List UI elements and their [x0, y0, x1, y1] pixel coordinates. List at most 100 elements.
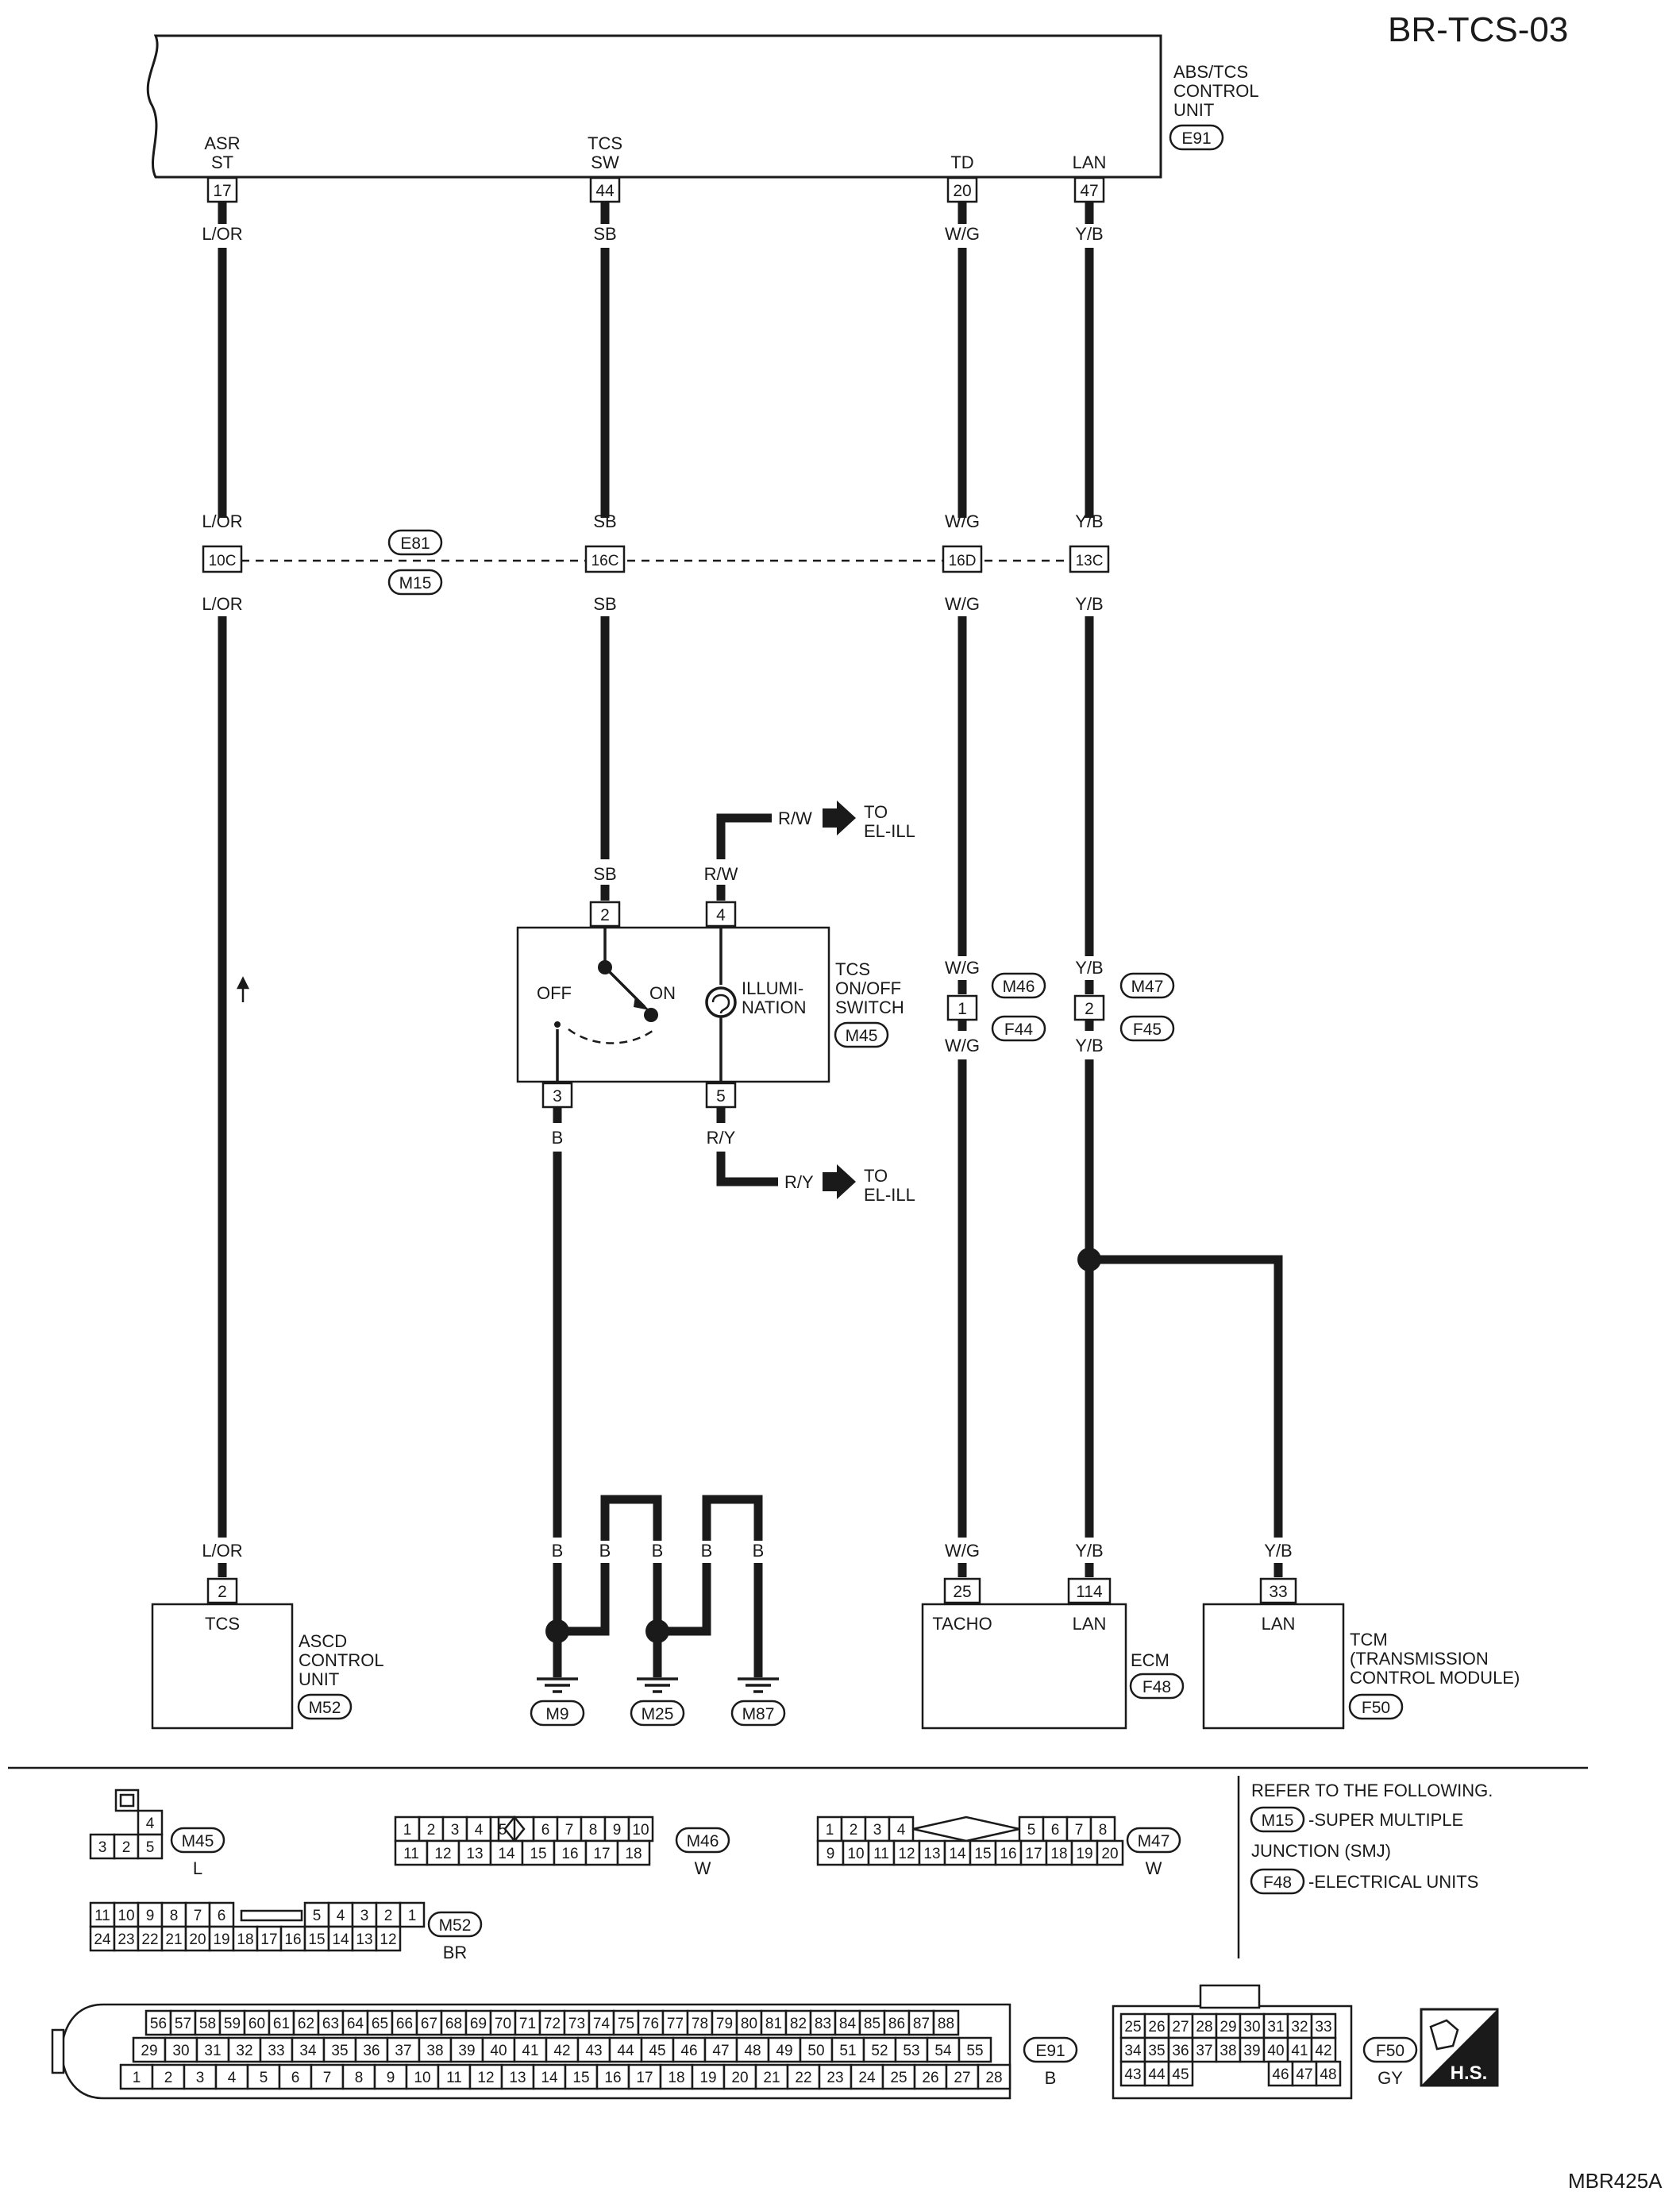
connector-cell — [722, 2063, 757, 2090]
connector-cell — [394, 1839, 429, 1866]
connector-cell-number: 71 — [519, 2016, 536, 2032]
connector-cell-number: 28 — [985, 2070, 1002, 2086]
connector-cell-number: 3 — [98, 1839, 107, 1856]
connector-cell — [818, 2063, 853, 2090]
connector-cell-number: 3 — [196, 2070, 205, 2086]
svg-text:M52: M52 — [309, 1699, 341, 1717]
svg-text:LAN: LAN — [1073, 1614, 1107, 1634]
svg-text:5: 5 — [716, 1087, 726, 1106]
svg-text:B: B — [1045, 2068, 1057, 2088]
svg-text:W/G: W/G — [945, 511, 980, 531]
svg-text:2: 2 — [600, 906, 610, 924]
connector-cell-number: 42 — [553, 2043, 570, 2059]
connector-cell-number: 79 — [716, 2016, 733, 2032]
connector-cell-number: 2 — [427, 1822, 436, 1839]
svg-text:B: B — [599, 1541, 611, 1561]
connector-cell-number: 74 — [593, 2016, 611, 2032]
connector-cell — [1315, 2060, 1342, 2087]
connector-cell-number: 15 — [974, 1846, 991, 1862]
connector-cell-number: 5 — [146, 1839, 155, 1856]
svg-text:4: 4 — [716, 906, 726, 924]
switch-on-label: ON — [649, 983, 676, 1003]
connector-cell-number: 16 — [604, 2070, 621, 2086]
connector-cell — [686, 2009, 714, 2036]
svg-text:ABS/TCS: ABS/TCS — [1173, 62, 1248, 82]
svg-text:JUNCTION (SMJ): JUNCTION (SMJ) — [1251, 1841, 1391, 1861]
connector-cell-number: 34 — [299, 2043, 317, 2059]
connector-cell-number: 47 — [712, 2043, 729, 2059]
connector-cell-number: 7 — [565, 1822, 574, 1839]
svg-text:W/G: W/G — [945, 958, 980, 978]
connector-cell — [418, 2036, 453, 2063]
connector-cell — [113, 1925, 140, 1952]
connector-cell-number: 13 — [509, 2070, 526, 2086]
connector-cell — [317, 2009, 345, 2036]
connector-cell-number: 47 — [1296, 2066, 1312, 2083]
connector-cell — [786, 2063, 821, 2090]
connector-cell-number: 7 — [1075, 1822, 1084, 1839]
abs-pin-asr-st: ASR ST 17 — [204, 133, 241, 203]
connector-cell-number: 22 — [795, 2070, 811, 2086]
connector-cell-number: 32 — [236, 2043, 252, 2059]
connector-cell — [89, 1833, 116, 1860]
svg-text:20: 20 — [953, 182, 971, 200]
connector-cell-number: 7 — [194, 1908, 202, 1924]
connector-cell-number: 39 — [1243, 2043, 1260, 2059]
connector-cell-number: 11 — [446, 2070, 462, 2086]
connector-cell-number: 19 — [213, 1931, 229, 1948]
to-el-ill-top: R/W TO EL-ILL — [716, 801, 915, 859]
svg-text:B: B — [652, 1541, 664, 1561]
connector-cell-number: 29 — [141, 2043, 157, 2059]
connector-cell — [1286, 2012, 1313, 2039]
connector-cell-number: 75 — [618, 2016, 634, 2032]
connector-cell — [640, 2036, 675, 2063]
connector-cell-number: 45 — [649, 2043, 665, 2059]
connector-cell-number: 14 — [498, 1846, 515, 1862]
svg-text:17: 17 — [213, 182, 231, 200]
connector-cell — [1310, 2036, 1337, 2063]
connector-cell — [659, 2063, 694, 2090]
connector-cell-number: 32 — [1291, 2019, 1308, 2035]
connector-cell-number: 10 — [118, 1908, 134, 1924]
connector-cell-number: 17 — [260, 1931, 277, 1948]
connector-cell — [672, 2036, 707, 2063]
cv-tag-m47: M47 W — [1126, 1827, 1181, 1878]
switch-contacts: OFF ON — [537, 928, 676, 1082]
connector-cell-number: 29 — [1220, 2019, 1236, 2035]
svg-text:GY: GY — [1378, 2068, 1403, 2088]
connector-cell — [246, 2063, 281, 2090]
connector-cell-number: 20 — [731, 2070, 748, 2086]
connector-cell — [310, 2063, 345, 2090]
switch-name: TCS ON/OFF SWITCH M45 — [834, 959, 904, 1048]
svg-text:F44: F44 — [1004, 1021, 1034, 1039]
svg-text:CONTROL: CONTROL — [1173, 81, 1259, 101]
svg-text:M9: M9 — [545, 1705, 568, 1723]
connector-cell-number: 43 — [1124, 2066, 1141, 2083]
cv-tag-m52: M52 BR — [427, 1911, 483, 1962]
connector-cell — [437, 2063, 472, 2090]
connector-cell-number: 53 — [903, 2043, 919, 2059]
junction-wire-labels: L/OR SB W/G Y/B L/OR SB W/G Y/B — [202, 511, 1103, 614]
connector-cell-number: 55 — [966, 2043, 983, 2059]
connector-cell — [521, 1839, 556, 1866]
connector-cell-number: 5 — [260, 2070, 268, 2086]
svg-text:Y/B: Y/B — [1075, 594, 1103, 614]
svg-text:F50: F50 — [1362, 1699, 1390, 1717]
connector-cell-number: 64 — [347, 2016, 364, 2032]
junction-connector-tags: E81 M15 — [387, 529, 443, 596]
connector-cell — [969, 1839, 997, 1866]
connector-cell-number: 33 — [1315, 2019, 1331, 2035]
connector-cell-number: 18 — [668, 2070, 684, 2086]
connector-cell — [1291, 2060, 1318, 2087]
connector-cell-number: 9 — [387, 2070, 395, 2086]
connector-cell-number: 63 — [322, 2016, 339, 2032]
wires-upper — [218, 202, 1094, 518]
connector-cell — [538, 2009, 566, 2036]
connector-cell-number: 14 — [332, 1931, 349, 1948]
svg-text:REFER TO THE FOLLOWING.: REFER TO THE FOLLOWING. — [1251, 1781, 1493, 1800]
connector-cell-number: 4 — [897, 1822, 906, 1839]
connector-cell — [926, 2036, 961, 2063]
connector-cell-number: 40 — [1267, 2043, 1284, 2059]
connector-cell-number: 30 — [1243, 2019, 1260, 2035]
svg-text:L/OR: L/OR — [202, 511, 242, 531]
